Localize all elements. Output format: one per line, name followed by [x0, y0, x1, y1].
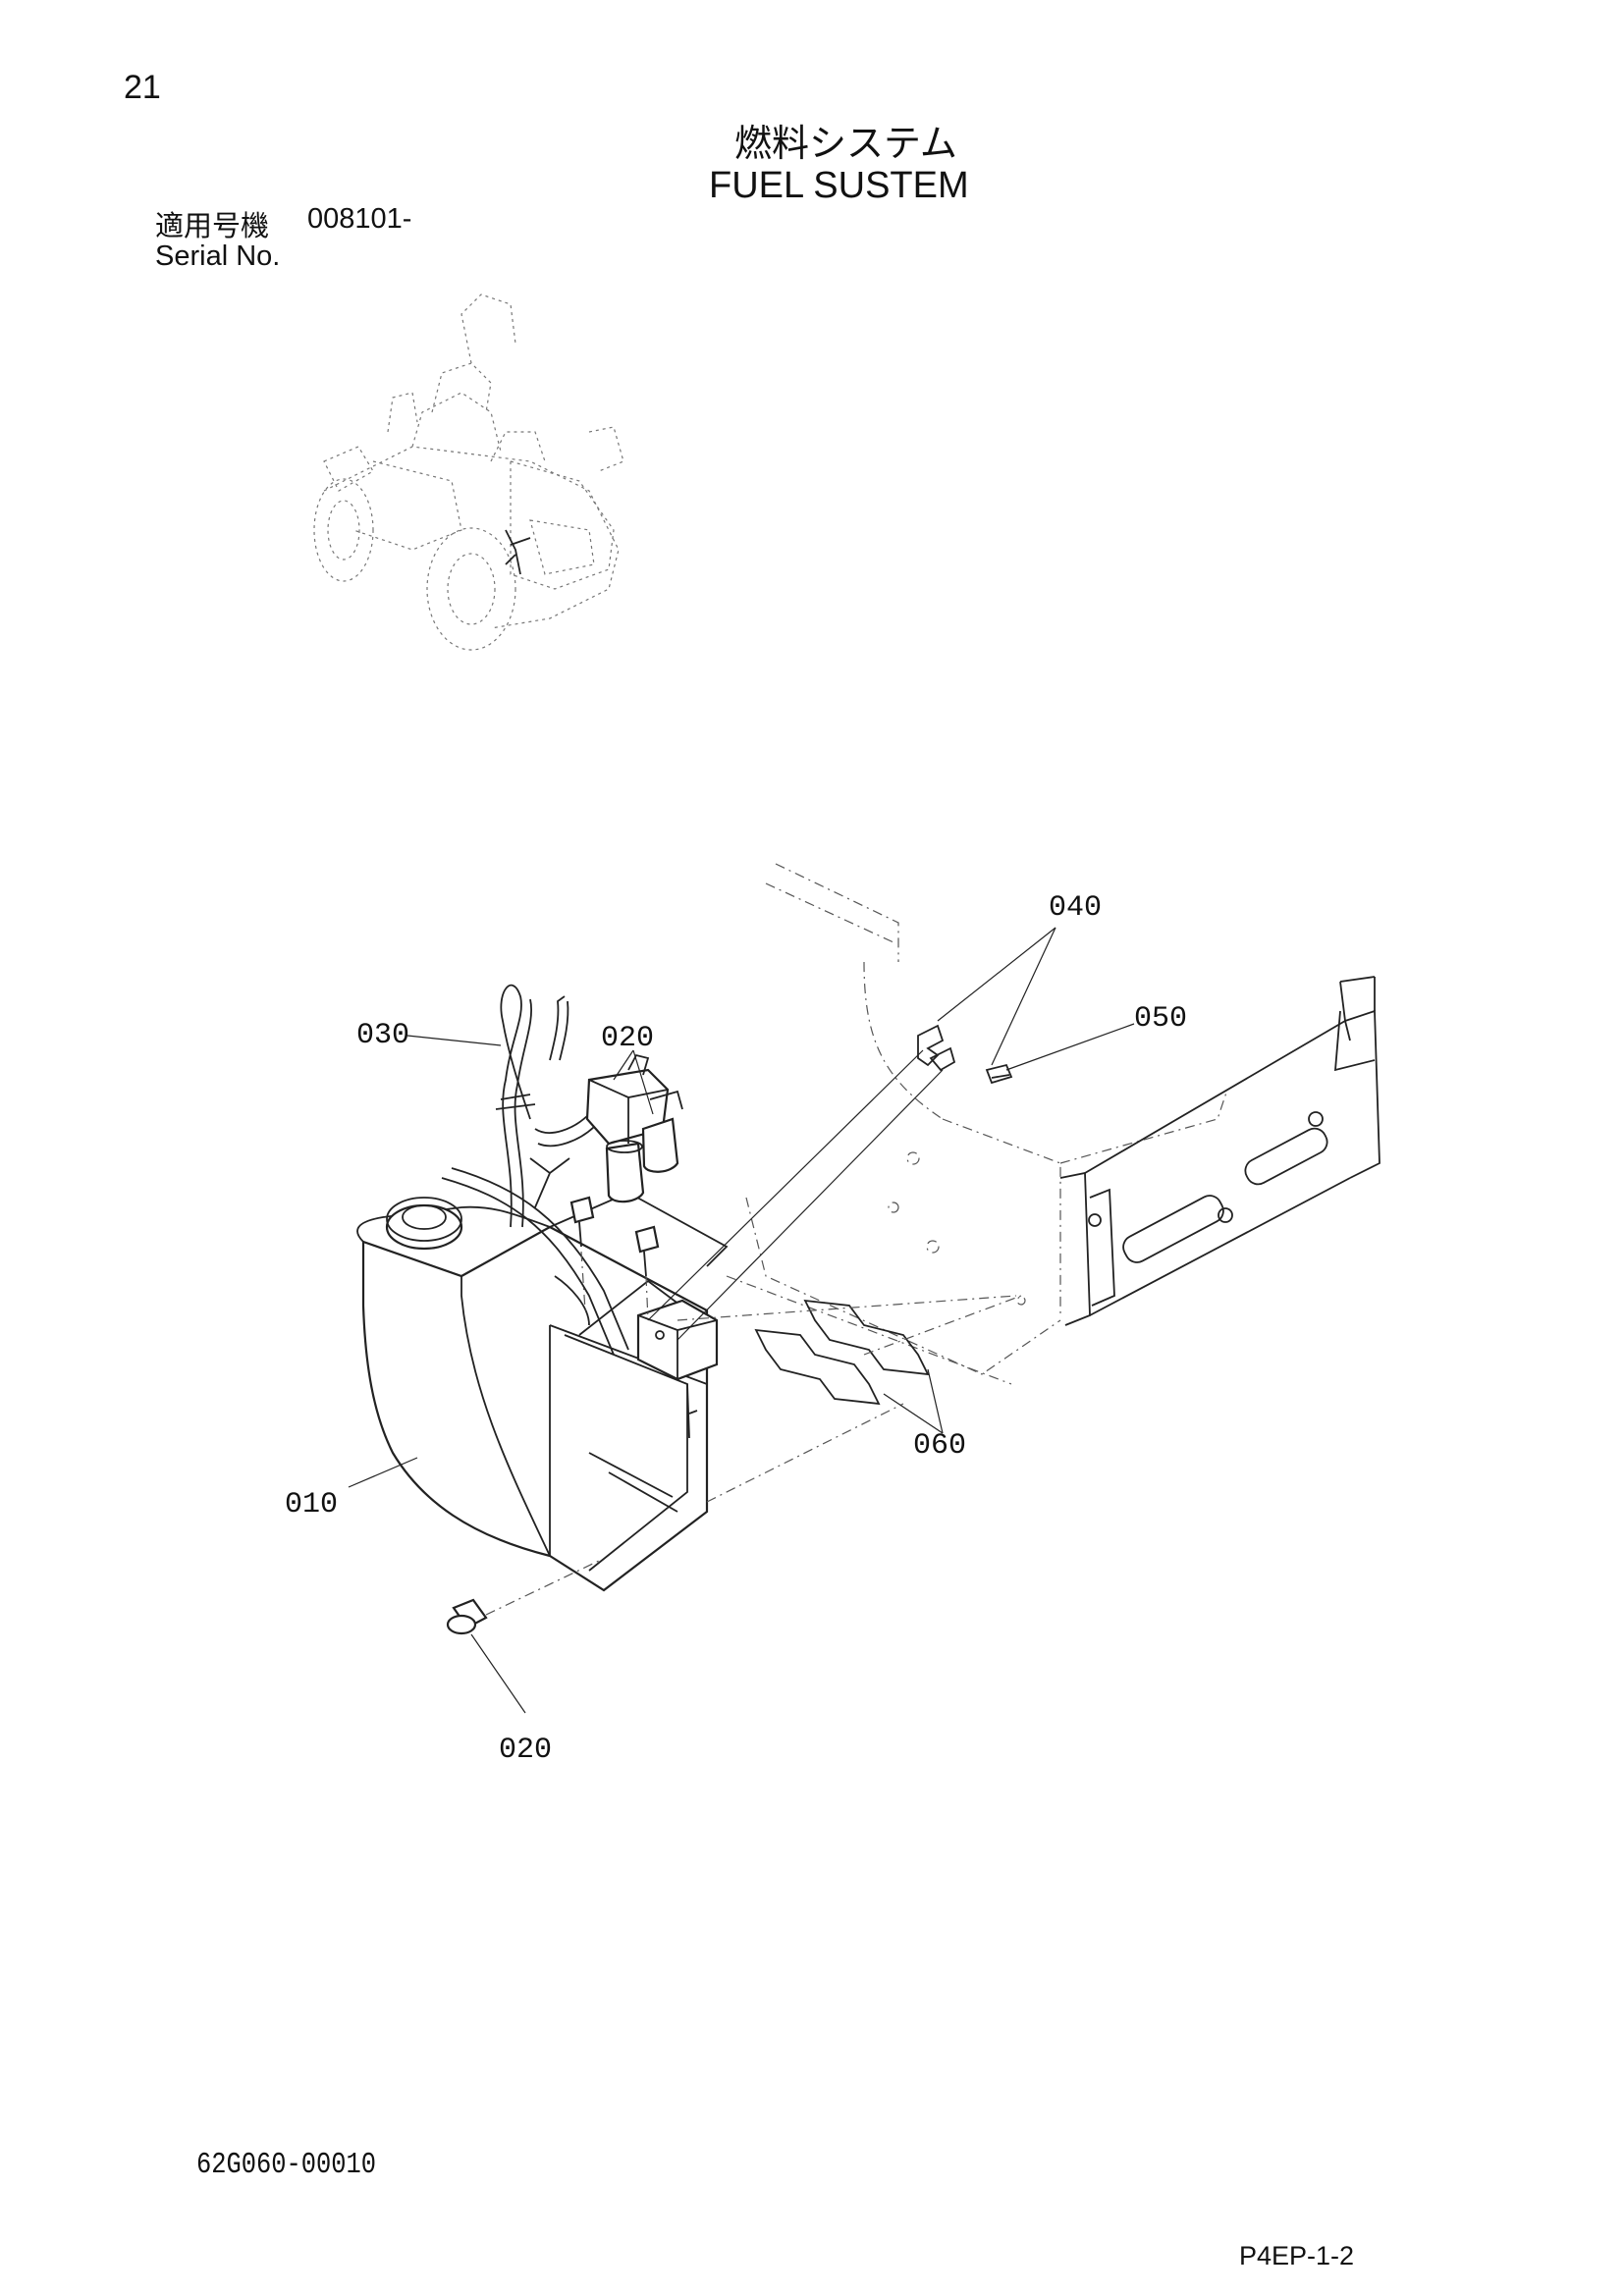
page-code: P4EP-1-2: [1239, 2241, 1355, 2270]
mounting-bolts: [446, 1196, 660, 1635]
callout-050: 050: [1134, 1002, 1187, 1036]
assembly-line: [677, 1295, 1017, 1321]
callout-040: 040: [1049, 891, 1102, 925]
callout-020-plug: 020: [499, 1734, 552, 1767]
callout-020-filter: 020: [601, 1022, 654, 1055]
page-title-japanese: 燃料システム: [734, 122, 957, 165]
serial-label-japanese: 適用号機: [155, 209, 270, 242]
shims-lower: [754, 1299, 930, 1406]
assembly-line: [863, 1295, 1022, 1356]
serial-number-value: 008101-: [307, 203, 412, 235]
drawing-code: 62G060-00010: [196, 2148, 377, 2182]
assembly-line: [706, 1403, 904, 1503]
page-title-english: FUEL SUSTEM: [709, 165, 969, 206]
leader-lines: [348, 927, 1135, 1714]
fuel-filter: [585, 1053, 683, 1203]
serial-label-english: Serial No.: [155, 240, 281, 272]
fuel-hose: [495, 984, 615, 1228]
machine-location-thumbnail: [313, 294, 624, 651]
frame-chassis: [726, 863, 1380, 1385]
callout-010: 010: [285, 1488, 338, 1522]
callout-060: 060: [913, 1429, 966, 1463]
fuel-tank: [356, 1167, 729, 1592]
shims-upper: [917, 1024, 1013, 1085]
callout-030: 030: [356, 1019, 409, 1052]
page-number: 21: [124, 69, 161, 106]
